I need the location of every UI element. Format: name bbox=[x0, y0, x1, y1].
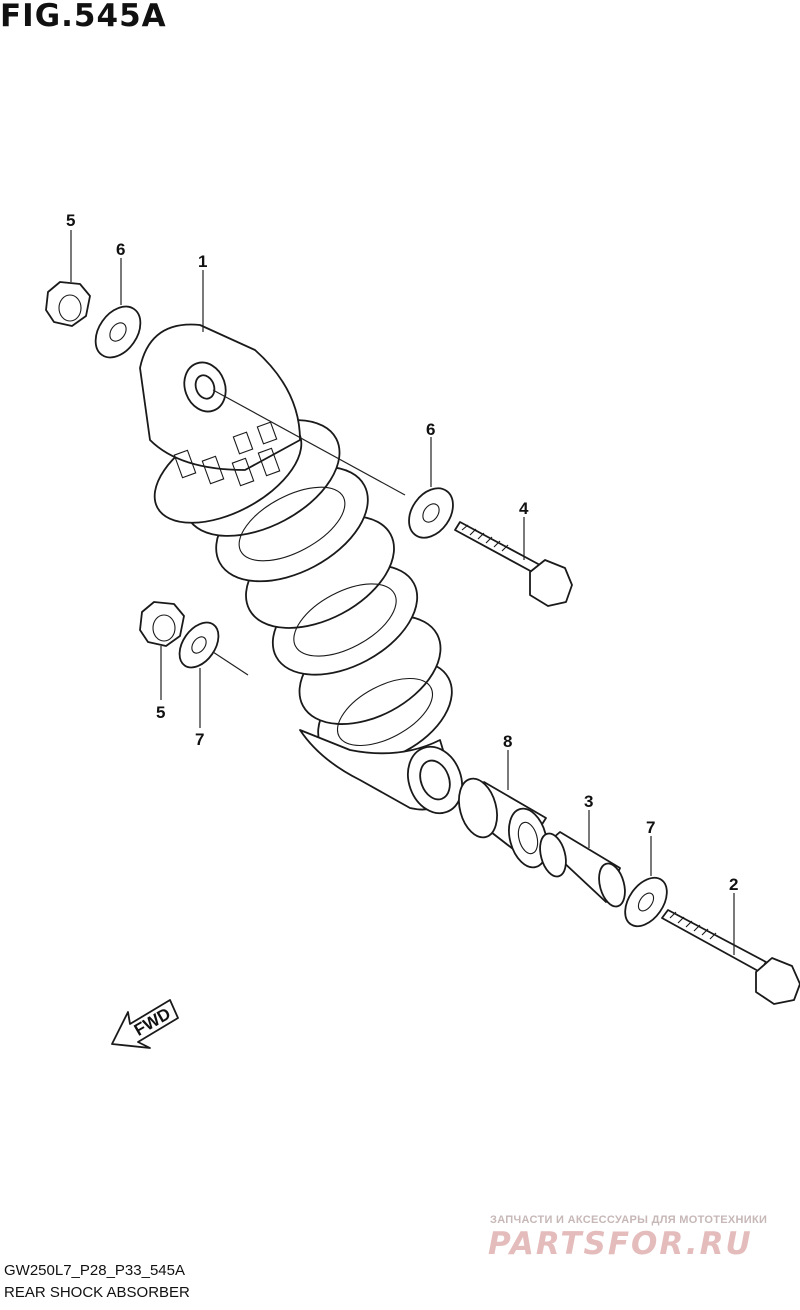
nut-upper[interactable] bbox=[45, 281, 91, 327]
bolt-lower[interactable] bbox=[661, 909, 800, 1005]
callout-5-lower: 5 bbox=[156, 703, 165, 722]
shock-absorber[interactable] bbox=[138, 323, 471, 821]
callout-4: 4 bbox=[519, 499, 529, 518]
leader-lines bbox=[70, 230, 735, 955]
spacer-8[interactable] bbox=[453, 774, 553, 871]
callout-2: 2 bbox=[729, 875, 738, 894]
callout-6-right: 6 bbox=[426, 420, 435, 439]
figure-title: FIG.545A bbox=[0, 0, 167, 34]
callout-7-right: 7 bbox=[646, 818, 655, 837]
collar-3[interactable] bbox=[536, 831, 630, 910]
nut-lower[interactable] bbox=[139, 601, 185, 647]
fwd-arrow-icon: FWD bbox=[111, 999, 179, 1049]
callout-6-upper: 6 bbox=[116, 240, 125, 259]
bolt-upper[interactable] bbox=[454, 521, 573, 607]
washer-7-left[interactable] bbox=[172, 615, 227, 674]
fwd-label: FWD bbox=[131, 1004, 174, 1040]
lower-eye bbox=[299, 729, 463, 815]
callout-7-left: 7 bbox=[195, 730, 204, 749]
callout-5-upper: 5 bbox=[66, 211, 75, 230]
washer-6-upper[interactable] bbox=[86, 298, 149, 366]
watermark-brand: PARTSFOR.RU bbox=[488, 1226, 753, 1262]
watermark-tagline: ЗАПЧАСТИ И АКСЕССУАРЫ ДЛЯ МОТОТЕХНИКИ bbox=[490, 1214, 768, 1226]
callout-8: 8 bbox=[503, 732, 512, 751]
callout-3: 3 bbox=[584, 792, 593, 811]
callout-1: 1 bbox=[198, 252, 207, 271]
model-code: GW250L7_P28_P33_545A bbox=[4, 1262, 185, 1279]
upper-housing bbox=[139, 323, 303, 524]
section-name: REAR SHOCK ABSORBER bbox=[4, 1284, 190, 1301]
washer-6-right[interactable] bbox=[400, 480, 462, 546]
washer-7-right[interactable] bbox=[617, 870, 676, 934]
